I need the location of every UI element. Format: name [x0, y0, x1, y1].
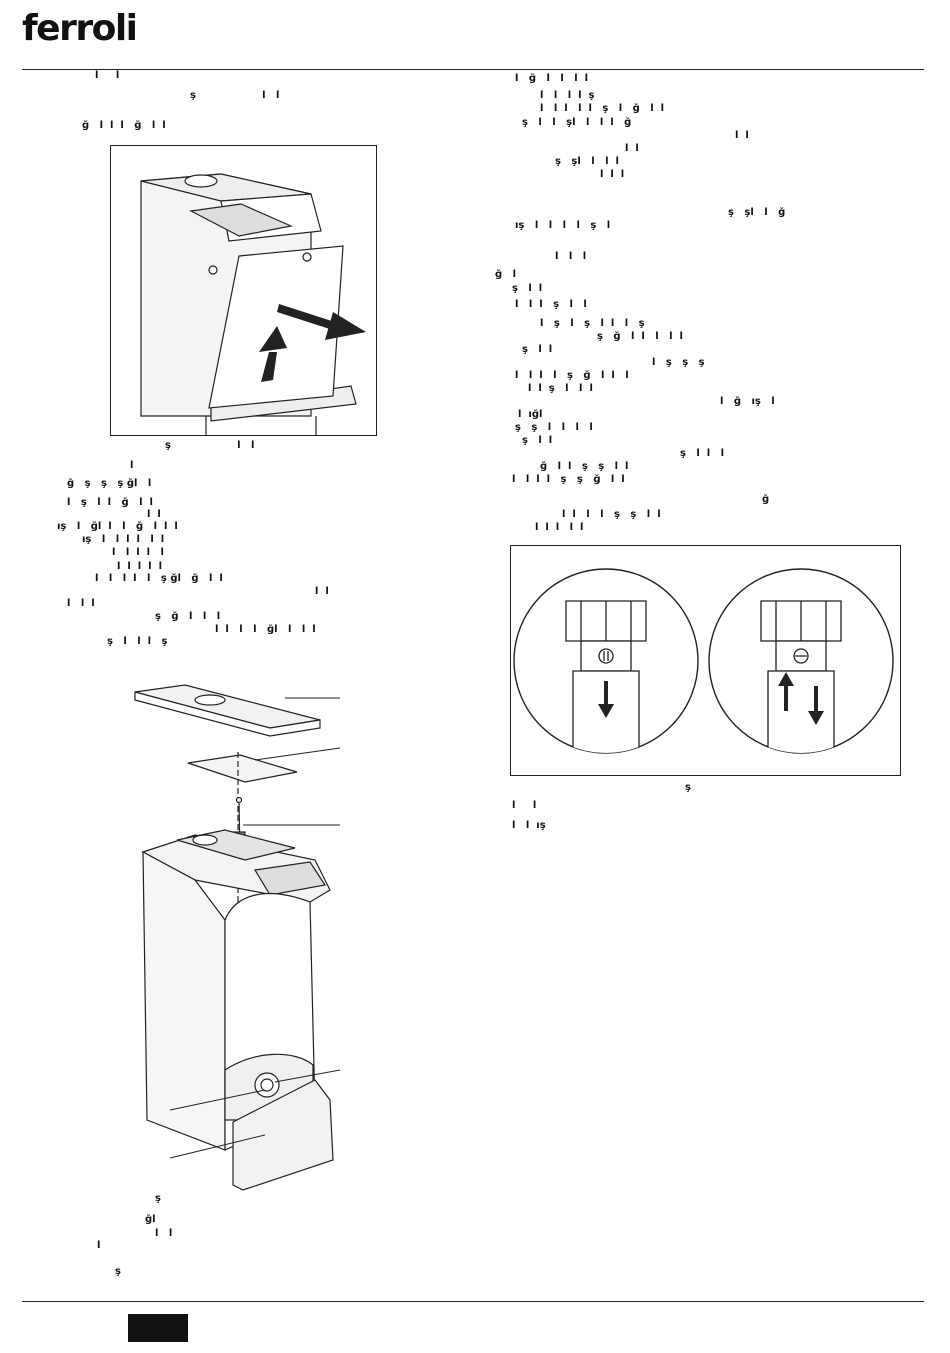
right-para1-line: l l [735, 130, 749, 141]
left-para2-line: l [130, 460, 134, 471]
right-para4-line: l l l l l [535, 522, 584, 533]
left-para2-line: l l l l l ş ğl ğ l l [95, 573, 223, 584]
left-para2-line: l l l l l [112, 547, 164, 558]
right-para4-line: ş l l l [680, 448, 725, 459]
right-para4-line: l ğ ış l [720, 396, 775, 407]
left-para2-line: l l [315, 586, 329, 597]
left-note-line: ş [155, 1193, 161, 1204]
right-para4-line: l l l l ş ğ l l l [515, 370, 629, 381]
left-note-line: ş [115, 1266, 121, 1277]
left-para2-line: l l [147, 509, 161, 520]
right-para4-line: l l l l ş ş l l [562, 509, 661, 520]
right-para4-line: l ş ş ş [652, 357, 705, 368]
right-para1-line: l l l l l ş l ğ l l [540, 103, 665, 114]
right-para1-line: l l l [600, 169, 625, 180]
header-rule [22, 69, 924, 70]
right-para4-line: l l l ş l l [515, 299, 587, 310]
right-para4-line: ş ş l l l l [515, 422, 593, 433]
right-para4-line: ş l l [522, 435, 553, 446]
left-para2-line: l ş l l ğ l l [67, 497, 153, 508]
right-para1-line: l ğ l l l l [515, 73, 589, 84]
right-note-line: l l [512, 800, 537, 811]
left-para1-line: ş l l [190, 90, 280, 101]
right-para1-line: ş l l şl l l l ğ [522, 117, 632, 128]
left-note-line: l [97, 1240, 101, 1251]
left-para2-line: ış l l l l l l [82, 534, 165, 545]
right-para4-line: ş l l [522, 344, 553, 355]
figure3-caption: ş [685, 782, 691, 793]
left-note-line: l l [155, 1228, 173, 1239]
right-para4-line: ğ [762, 494, 770, 505]
left-para2-line: l l l [67, 598, 95, 609]
right-para1-line: ş şl l l l [555, 156, 619, 167]
right-para4-line: l ş l ş l l l ş [540, 318, 645, 329]
footer-rule [22, 1301, 924, 1302]
right-para1-line: l l [625, 143, 639, 154]
left-para2-line: ğ ş ş ş ğl l [67, 478, 152, 489]
left-para2-line: l l l l l [117, 561, 162, 572]
left-para2-line: ş ğ l l l [155, 611, 221, 622]
left-para1-line: l l [95, 70, 120, 81]
right-para1-line: l l l l ş [540, 90, 595, 101]
right-para3-line: ğ l [495, 269, 517, 280]
right-para3-line: l l l [555, 251, 587, 262]
left-para2-line: ış l ğl l l ğ l l l [57, 521, 178, 532]
right-para3-line: ş l l [512, 283, 543, 294]
language-tab-block [128, 1314, 188, 1342]
boiler-exploded-view-figure [125, 680, 370, 1195]
boiler-front-panel-figure [110, 145, 377, 436]
right-para4-line: ş ğ l l l l l [597, 331, 683, 342]
right-note-line: l l ış [512, 820, 546, 831]
right-para4-line: l l ş l l l [528, 383, 593, 394]
left-para2-line: l l l l ğl l l l [215, 624, 316, 635]
right-para4-line: l l l l ş ş ğ l l [512, 474, 625, 485]
right-para4-line: l ığl [518, 409, 543, 420]
brand-logo: ferroli [22, 8, 138, 49]
left-para2-line: ş l l l ş [107, 636, 168, 647]
left-para1-line: ğ l l l ğ l l [82, 120, 166, 131]
valve-detail-figure [510, 545, 901, 776]
figure1-caption: ş l l [165, 440, 255, 451]
right-para4-line: ğ l l ş ş l l [540, 461, 629, 472]
right-para2-line: ş şl l ğ [728, 207, 786, 218]
left-note-line: ğl [145, 1214, 156, 1225]
right-para2-line: ış l l l l ş l [515, 220, 611, 231]
